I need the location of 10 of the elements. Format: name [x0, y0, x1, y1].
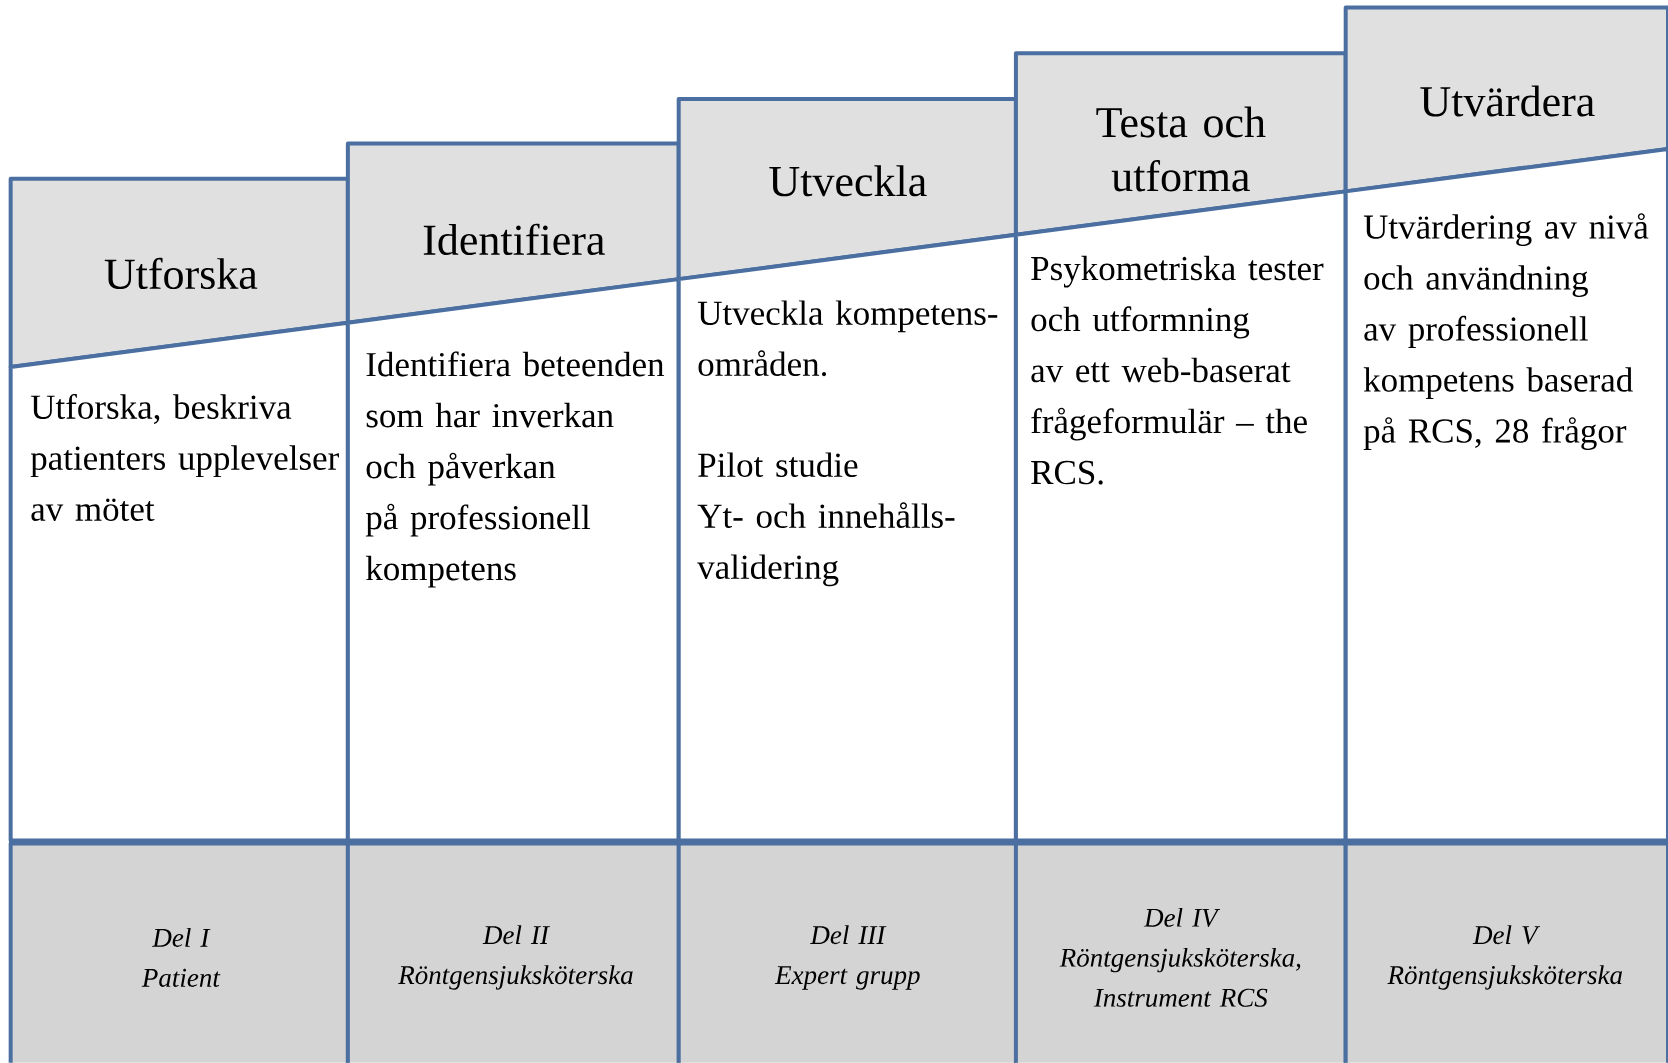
- footer-box: Del II Röntgensjuksköterska: [345, 841, 681, 1063]
- step-box: Identifiera beteenden som har inverkan och påverkan på professionell kompetens: [345, 277, 681, 843]
- footer-box: Del I Patient: [8, 841, 350, 1063]
- step-box: Utveckla kompetens-områden. Pilot studie Yt- och innehålls-validering: [676, 232, 1018, 843]
- footer-box: Del V Röntgensjuksköterska: [1343, 841, 1668, 1063]
- step-box: Utvärdering av nivå och användning av professionell kompetens baserad på RCS, 28 frågor: [1343, 147, 1668, 843]
- footer-box: Del IV Röntgensjuksköterska, Instrument RCS: [1013, 841, 1348, 1063]
- step-box: Utforska, beskriva patienters upplevelser av mötet: [8, 320, 350, 843]
- header-box: Utvärdera: [1343, 5, 1668, 194]
- footer-box: Del III Expert grupp: [676, 841, 1018, 1063]
